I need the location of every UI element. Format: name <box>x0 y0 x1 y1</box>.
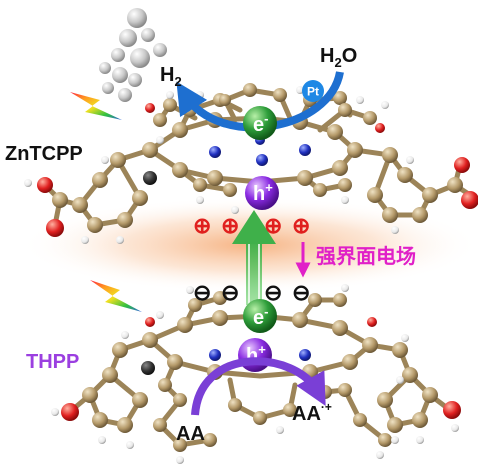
positive-charge: ⊕ <box>292 213 310 238</box>
negative-charge: ⊖ <box>292 280 310 305</box>
light-bolt-top-icon <box>70 92 122 120</box>
charge-transfer-arrow <box>232 210 276 305</box>
svg-text:H2O: H2O <box>320 45 357 70</box>
h2o-subscript: 2 <box>334 55 341 70</box>
pt-badge <box>302 80 324 102</box>
hydrogen-bubbles <box>99 8 167 102</box>
electron-sphere-top <box>243 106 277 140</box>
thpp-label: THPP <box>26 351 79 373</box>
aa-radical-label: AA <box>292 403 321 425</box>
negative-charge: ⊖ <box>193 280 211 305</box>
svg-text:H2: H2 <box>160 64 182 89</box>
h2o-oxygen: O <box>342 45 358 67</box>
negative-charge: ⊖ <box>221 280 239 305</box>
electron-sup-top: - <box>264 111 268 126</box>
h2o-label: H <box>320 45 334 67</box>
thpp-molecule <box>51 284 461 464</box>
electron-label-bottom: e <box>253 307 264 329</box>
negative-charge: ⊖ <box>264 280 282 305</box>
h2-label: H <box>160 64 174 86</box>
positive-charge: ⊕ <box>264 213 282 238</box>
svg-text:h+: h+ <box>253 180 273 205</box>
svg-text:AA·+: AA·+ <box>292 400 332 425</box>
svg-text:e-: e- <box>253 304 268 329</box>
electron-label-top: e <box>253 114 264 136</box>
hole-label-top: h <box>253 183 265 205</box>
electron-sphere-bottom <box>243 299 277 333</box>
field-label: 强界面电场 <box>316 245 416 268</box>
zntcpp-label: ZnTCPP <box>5 143 83 165</box>
svg-text:e-: e- <box>253 111 268 136</box>
hole-sup-top: + <box>265 180 273 195</box>
positive-charge: ⊕ <box>221 213 239 238</box>
electron-sup-bottom: - <box>264 304 268 319</box>
aa-oxidation-arrow <box>191 357 326 416</box>
pt-label: Pt <box>307 85 319 99</box>
aa-label: AA <box>176 423 205 445</box>
positive-charge: ⊕ <box>193 213 211 238</box>
hole-sup-bottom: + <box>258 342 266 357</box>
aa-radical-sup: ·+ <box>321 400 332 414</box>
hole-sphere-top <box>245 176 279 210</box>
h2-subscript: 2 <box>174 74 181 89</box>
light-bolt-bottom-icon <box>90 280 142 312</box>
